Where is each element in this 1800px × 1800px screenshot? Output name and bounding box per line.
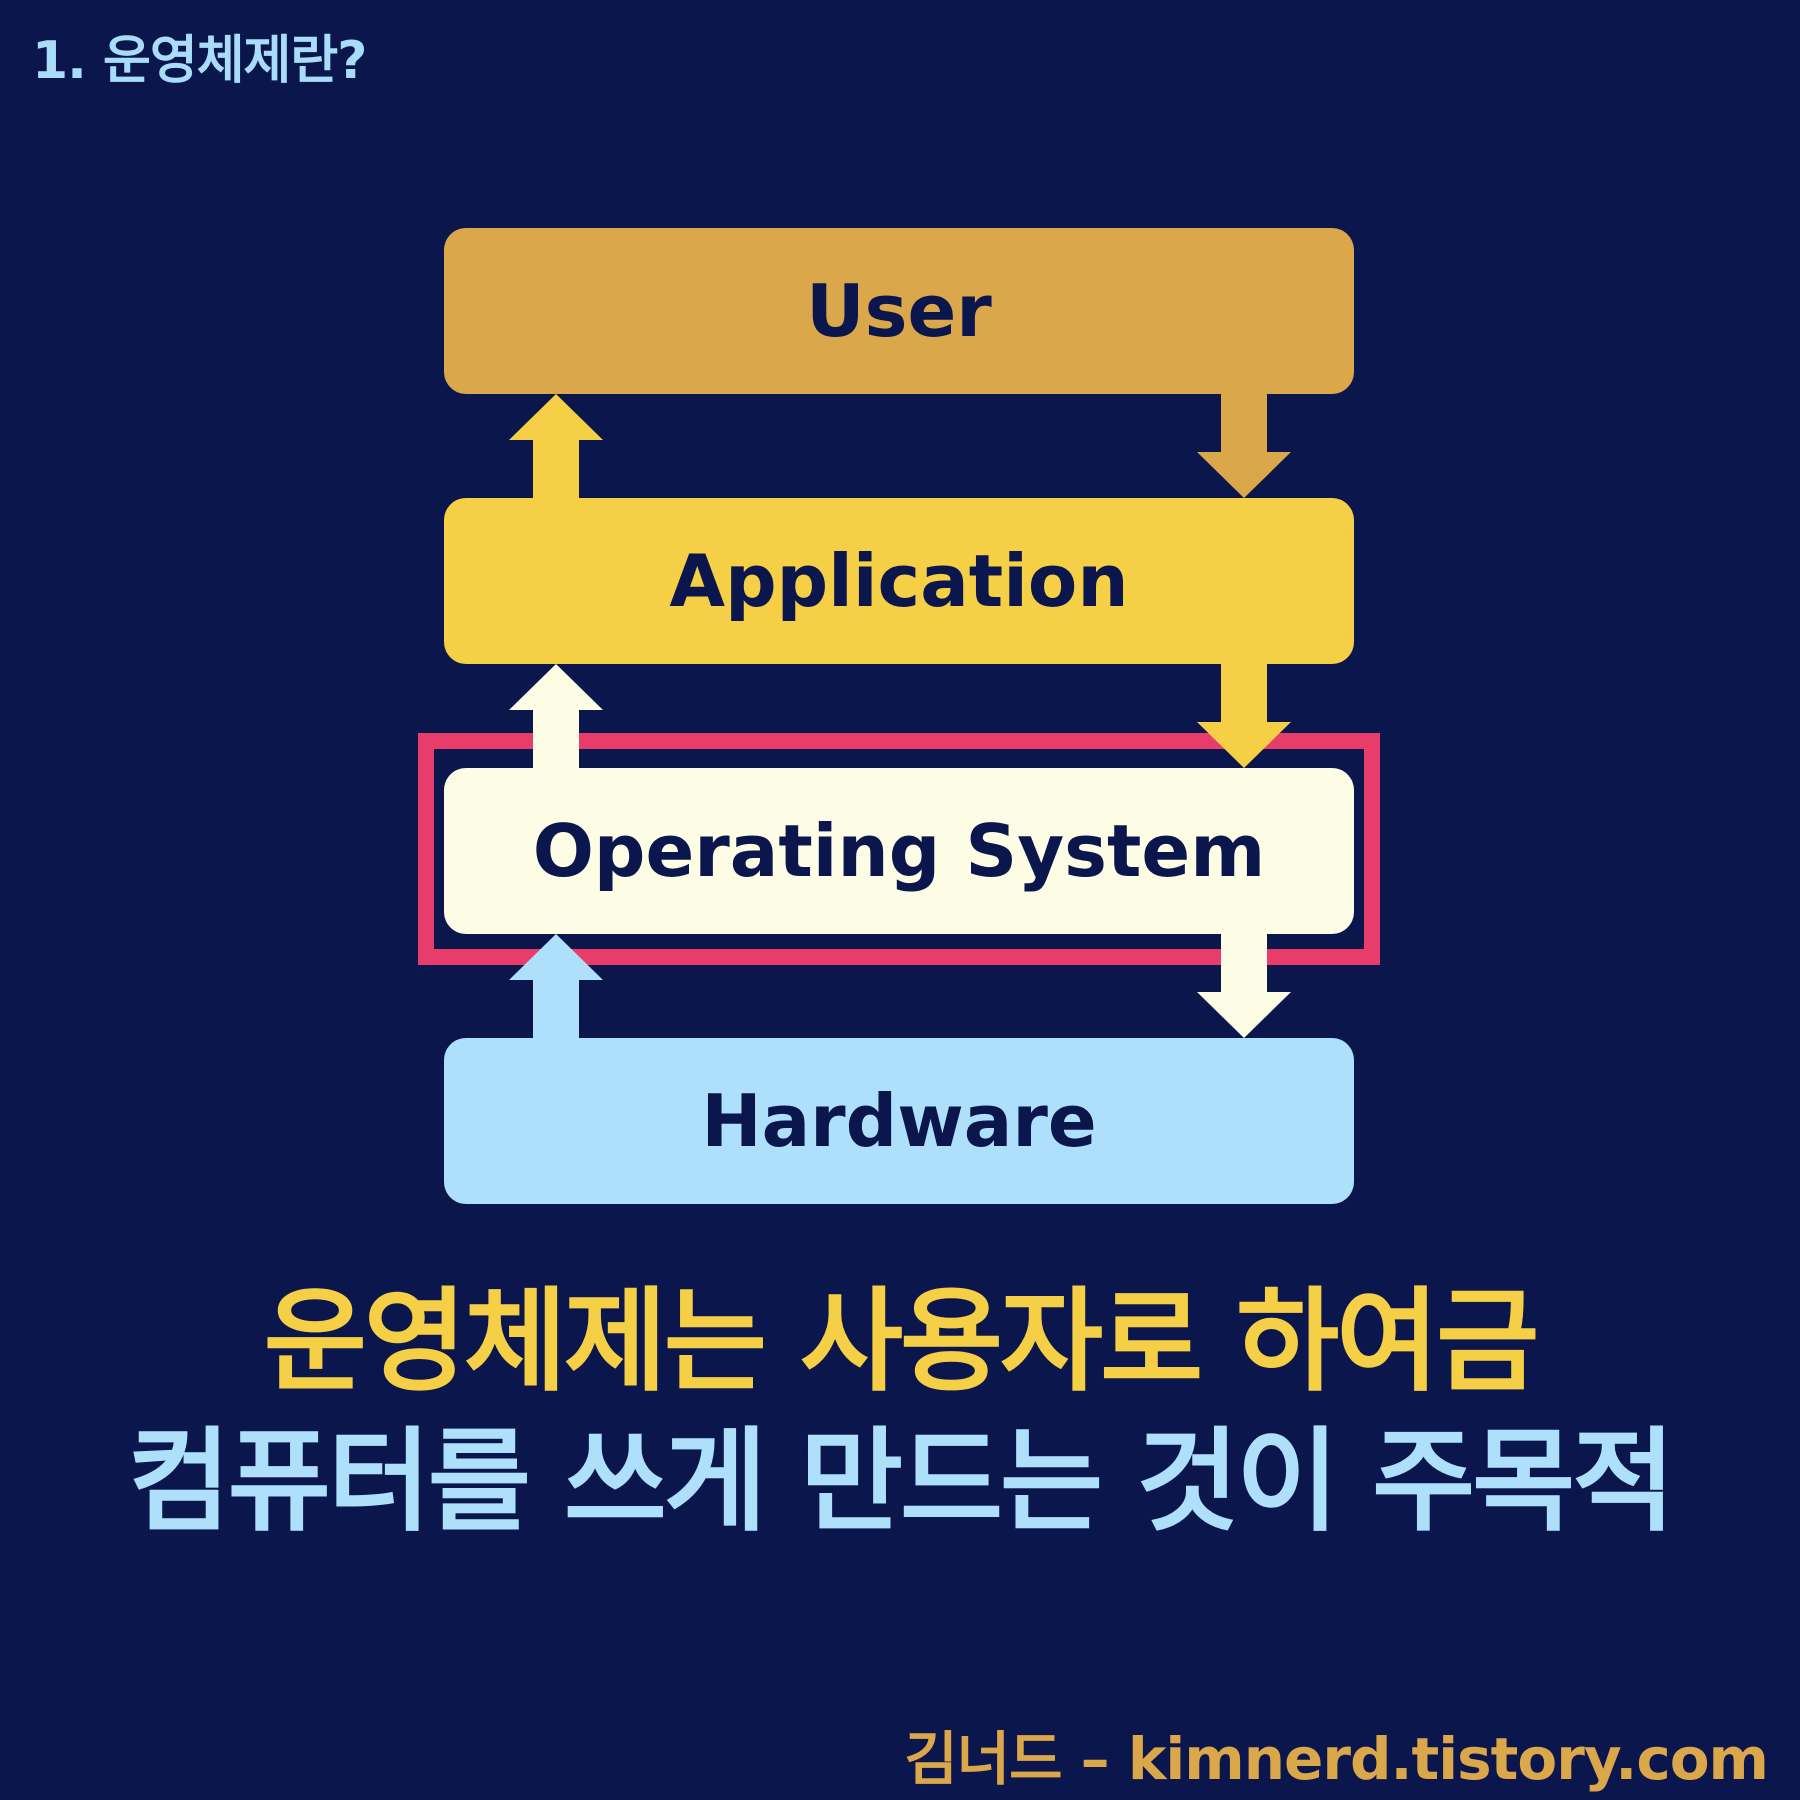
layer-user-label: User bbox=[806, 269, 992, 353]
arrow-up-icon bbox=[509, 394, 603, 498]
section-title: 1. 운영체제란? bbox=[32, 31, 367, 91]
caption-line-1: 운영체제는 사용자로 하여금 bbox=[263, 1277, 1539, 1407]
layer-operating-system: Operating System bbox=[444, 768, 1354, 934]
layer-hardware: Hardware bbox=[444, 1038, 1354, 1204]
arrow-down-icon bbox=[1197, 934, 1291, 1038]
layer-application-label: Application bbox=[669, 539, 1129, 623]
arrow-up-icon bbox=[509, 934, 603, 1038]
layer-hardware-label: Hardware bbox=[701, 1079, 1097, 1163]
layer-application: Application bbox=[444, 498, 1354, 664]
arrow-down-icon bbox=[1197, 664, 1291, 768]
arrow-down-icon bbox=[1197, 394, 1291, 498]
arrow-up-icon bbox=[509, 664, 603, 768]
os-highlight-box bbox=[418, 733, 1380, 965]
layer-operating-system-label: Operating System bbox=[532, 809, 1266, 893]
caption-line-2: 컴퓨터를 쓰게 만드는 것이 주목적 bbox=[127, 1417, 1676, 1547]
layer-user: User bbox=[444, 228, 1354, 394]
footer-credit: 김너드 – kimnerd.tistory.com bbox=[904, 1725, 1769, 1793]
